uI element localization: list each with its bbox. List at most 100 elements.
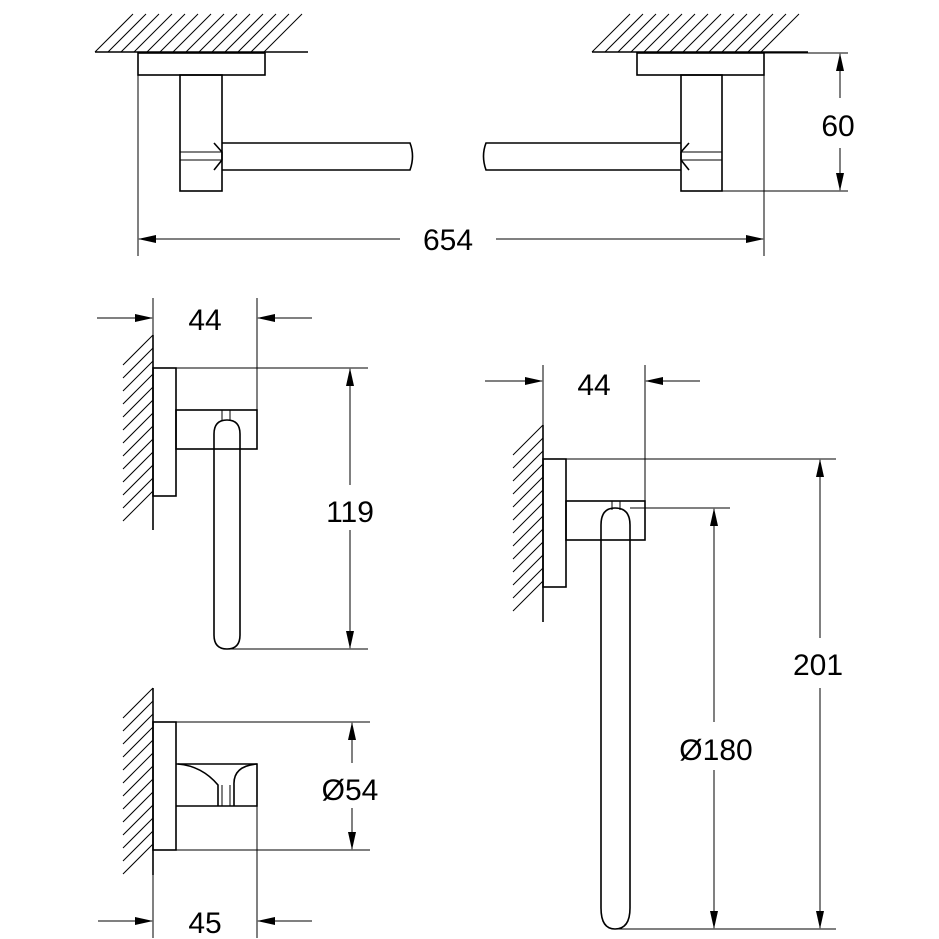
hatch-line bbox=[122, 739, 154, 771]
dimension-201-label: 201 bbox=[793, 649, 843, 682]
hatch-line bbox=[122, 700, 154, 732]
hatch-line bbox=[122, 464, 154, 496]
hatch-line bbox=[512, 502, 544, 534]
hook-rosette bbox=[152, 721, 177, 851]
hatch-line bbox=[643, 13, 683, 53]
dimension-44-large-label: 44 bbox=[577, 369, 610, 402]
hatch-line bbox=[695, 13, 735, 53]
hatch-line bbox=[512, 463, 544, 495]
hatch-line bbox=[122, 687, 154, 719]
dimension-654-label: 654 bbox=[423, 224, 473, 257]
hatch-line bbox=[122, 451, 154, 483]
hatch-line bbox=[512, 554, 544, 586]
hatch-line bbox=[760, 13, 800, 53]
hatch-line bbox=[512, 489, 544, 521]
small-ring-rosette bbox=[152, 367, 177, 497]
hatch-line bbox=[185, 13, 225, 53]
dimension-44-small-label: 44 bbox=[188, 304, 221, 337]
hatch-line bbox=[122, 490, 154, 522]
towel-rail-right-mount bbox=[636, 52, 765, 192]
hatch-line bbox=[263, 13, 303, 53]
hatch-line bbox=[122, 726, 154, 758]
hatch-line bbox=[122, 817, 154, 849]
hatch-line bbox=[94, 13, 134, 53]
hatch-line bbox=[122, 791, 154, 823]
hatch-line bbox=[512, 476, 544, 508]
wall-hatch-hook bbox=[122, 687, 154, 875]
hatch-line bbox=[146, 13, 186, 53]
hatch-line bbox=[604, 13, 644, 53]
hatch-line bbox=[122, 373, 154, 405]
hatch-line bbox=[122, 386, 154, 418]
large-towel-ring-view: 44 201 Ø180 bbox=[485, 365, 843, 930]
ceiling-hatch-left bbox=[94, 13, 308, 53]
hatch-line bbox=[122, 804, 154, 836]
hatch-line bbox=[122, 713, 154, 745]
dimension-119: 119 bbox=[176, 367, 374, 650]
hatch-line bbox=[512, 450, 544, 482]
hatch-line bbox=[133, 13, 173, 53]
hatch-line bbox=[237, 13, 277, 53]
hatch-line bbox=[747, 13, 787, 53]
hatch-line bbox=[250, 13, 290, 53]
hook-body bbox=[176, 763, 258, 807]
hatch-line bbox=[122, 752, 154, 784]
hatch-line bbox=[512, 528, 544, 560]
hatch-line bbox=[591, 13, 631, 53]
dimension-60: 60 bbox=[722, 52, 855, 192]
large-ring-arm bbox=[565, 500, 646, 541]
hatch-line bbox=[122, 399, 154, 431]
large-ring-rosette bbox=[542, 458, 567, 588]
hatch-line bbox=[122, 778, 154, 810]
dimension-45: 45 bbox=[98, 806, 312, 939]
hatch-line bbox=[122, 843, 154, 875]
small-towel-ring-view: 44 119 bbox=[97, 298, 374, 650]
hatch-line bbox=[120, 13, 160, 53]
hatch-line bbox=[512, 437, 544, 469]
hatch-line bbox=[512, 515, 544, 547]
hatch-line bbox=[682, 13, 722, 53]
hatch-line bbox=[512, 424, 544, 456]
dimension-201: 201 bbox=[566, 458, 843, 930]
hatch-line bbox=[122, 334, 154, 366]
hatch-line bbox=[122, 360, 154, 392]
hatch-line bbox=[107, 13, 147, 53]
hatch-line bbox=[211, 13, 251, 53]
hatch-line bbox=[198, 13, 238, 53]
towel-rail-bar-right bbox=[482, 142, 681, 171]
hatch-line bbox=[122, 830, 154, 862]
wall-hatch-small-ring bbox=[122, 334, 154, 530]
hatch-line bbox=[669, 13, 709, 53]
small-ring-loop bbox=[213, 410, 241, 650]
towel-rail-left-mount bbox=[137, 52, 266, 192]
dimension-45-label: 45 bbox=[188, 907, 221, 939]
hatch-line bbox=[122, 425, 154, 457]
wall-hatch-large-ring bbox=[512, 424, 544, 622]
hatch-line bbox=[122, 438, 154, 470]
ceiling-hatch-right bbox=[591, 13, 808, 53]
dimension-54: Ø54 bbox=[176, 721, 379, 851]
hatch-line bbox=[708, 13, 748, 53]
hatch-line bbox=[122, 412, 154, 444]
hatch-line bbox=[159, 13, 199, 53]
hatch-line bbox=[122, 477, 154, 509]
dimension-654: 654 bbox=[137, 75, 765, 257]
dimension-180-label: Ø180 bbox=[679, 734, 752, 767]
dimension-54-label: Ø54 bbox=[322, 774, 379, 807]
hatch-line bbox=[172, 13, 212, 53]
dimension-119-label: 119 bbox=[326, 496, 374, 529]
hatch-line bbox=[224, 13, 264, 53]
hatch-line bbox=[630, 13, 670, 53]
robe-hook-view: Ø54 45 bbox=[98, 687, 379, 939]
dimension-44-small: 44 bbox=[97, 298, 312, 410]
hatch-line bbox=[122, 347, 154, 379]
hatch-line bbox=[512, 567, 544, 599]
hatch-line bbox=[512, 541, 544, 573]
hatch-line bbox=[721, 13, 761, 53]
hatch-line bbox=[617, 13, 657, 53]
dimension-44-large: 44 bbox=[485, 365, 700, 501]
towel-rail-view: 60 654 bbox=[94, 13, 855, 257]
dimension-60-label: 60 bbox=[821, 110, 854, 143]
towel-rail-bar-left bbox=[222, 142, 414, 171]
